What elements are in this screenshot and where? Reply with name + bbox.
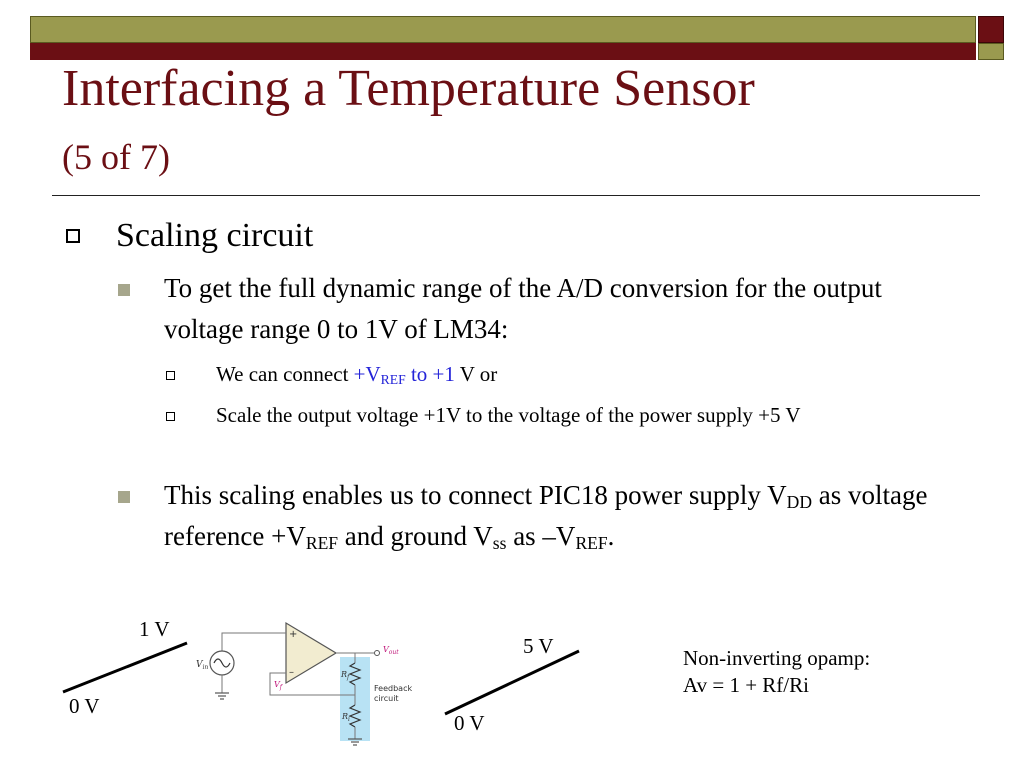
label-5v: 5 V — [523, 634, 554, 658]
v-or-text: V or — [454, 362, 498, 386]
olive-band — [30, 16, 976, 43]
scaling-text-5: . — [607, 521, 615, 551]
maroon-band — [30, 43, 976, 60]
opamp-note-line1: Non-inverting opamp: — [683, 646, 871, 670]
opamp-note-line2: Av = 1 + Rf/Ri — [683, 673, 809, 697]
title-divider — [52, 195, 980, 196]
scaling-text-4: as –V — [506, 521, 576, 551]
bullet-scaling-enables: This scaling enables us to connect PIC18… — [164, 475, 954, 557]
label-1v: 1 V — [139, 617, 170, 641]
vdd-subscript: DD — [786, 491, 812, 512]
feedback-label-line2: circuit — [374, 694, 399, 703]
bullet-scale-output: Scale the output voltage +1V to the volt… — [216, 403, 801, 427]
scaling-text-3: and ground V — [338, 521, 493, 551]
feedback-label-line1: Feedback — [374, 684, 412, 693]
vref-to-value: to +1 — [405, 362, 455, 386]
small-square-bullet-icon — [166, 412, 175, 421]
rf-label: Rf — [340, 670, 351, 681]
filled-square-bullet-icon — [118, 491, 130, 503]
bullet-connect-vref: We can connect +VREF to +1 V or — [216, 358, 976, 390]
opamp-triangle-icon — [285, 621, 338, 685]
label-0v-left: 0 V — [69, 694, 100, 718]
vin-label: Vin — [196, 660, 208, 671]
corner-square-olive — [978, 43, 1004, 60]
ramp-0-to-5v-line — [444, 649, 580, 716]
vout-label: Vout — [383, 645, 399, 656]
title-bar-decoration — [0, 0, 1024, 62]
vref-plus-v: +V — [353, 362, 381, 386]
vf-label: Vf — [274, 680, 284, 691]
scaling-text-2: as voltage reference +V — [164, 480, 928, 551]
bullet-scaling-circuit: Scaling circuit — [116, 217, 314, 254]
rf-resistor-icon — [348, 662, 362, 686]
minus-terminal: – — [289, 667, 294, 678]
vref-text: +VREF to +1 — [354, 362, 455, 386]
connect-text: We can connect — [216, 362, 354, 386]
ri-resistor-icon — [348, 704, 362, 728]
filled-square-bullet-icon — [118, 284, 130, 296]
scaling-text-1: This scaling enables us to connect PIC18… — [164, 480, 787, 510]
slide-title: Interfacing a Temperature Sensor — [62, 60, 755, 117]
vref-minus-subscript: REF — [575, 532, 608, 553]
slide-subtitle: (5 of 7) — [62, 137, 170, 177]
vss-subscript: ss — [492, 532, 507, 553]
opamp-circuit-diagram: + – Vin Vout Vf Rf Ri Feedback circuit — [196, 621, 412, 746]
small-square-bullet-icon — [166, 371, 175, 380]
ri-label: Ri — [341, 712, 350, 723]
vref-subscript: REF — [380, 372, 406, 387]
vref-plus-subscript: REF — [305, 532, 339, 553]
label-0v-right: 0 V — [454, 711, 485, 735]
plus-terminal: + — [289, 629, 297, 640]
bullet-dynamic-range: To get the full dynamic range of the A/D… — [164, 273, 882, 344]
opamp-note: Non-inverting opamp: Av = 1 + Rf/Ri — [683, 645, 870, 699]
corner-square-maroon — [978, 16, 1004, 43]
hollow-square-bullet-icon — [66, 229, 80, 243]
